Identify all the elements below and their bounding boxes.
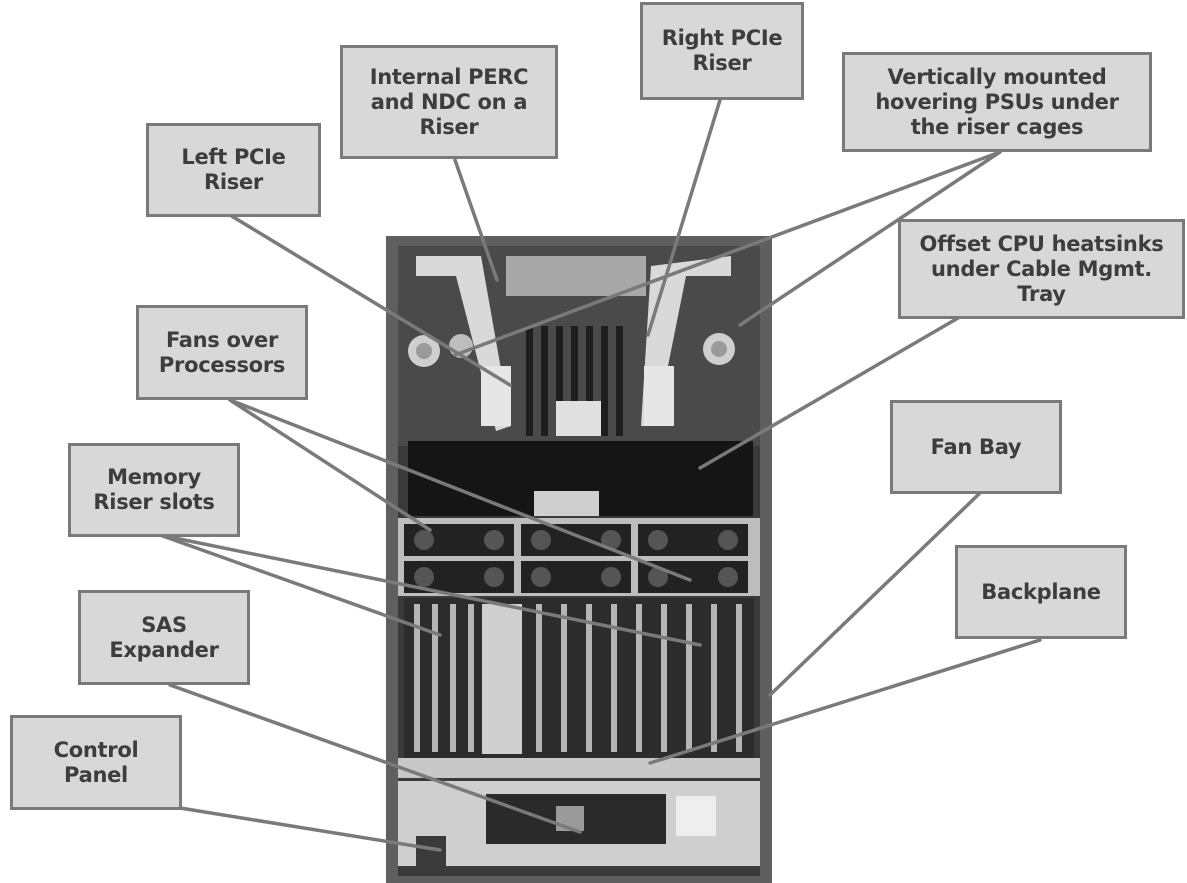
callout-memory-riser-slots: Memory Riser slots bbox=[68, 443, 240, 537]
label-control-panel: Control Panel bbox=[53, 737, 139, 787]
label-backplane: Backplane bbox=[981, 579, 1101, 604]
server-chassis-image bbox=[386, 236, 772, 883]
callout-fan-bay: Fan Bay bbox=[890, 400, 1062, 494]
label-right-pcie-riser: Right PCIe Riser bbox=[661, 26, 783, 75]
label-fans-over-processors: Fans over Processors bbox=[158, 327, 286, 377]
callout-right-pcie-riser: Right PCIe Riser bbox=[640, 2, 804, 100]
callout-control-panel: Control Panel bbox=[10, 715, 182, 810]
callout-vertically-mounted-psus: Vertically mounted hovering PSUs under t… bbox=[842, 52, 1152, 152]
label-sas-expander: SAS Expander bbox=[109, 612, 219, 662]
leader-fan-bay bbox=[768, 491, 982, 697]
label-internal-perc: Internal PERC and NDC on a Riser bbox=[369, 64, 529, 139]
callout-fans-over-processors: Fans over Processors bbox=[136, 305, 308, 400]
label-memory-riser-slots: Memory Riser slots bbox=[93, 465, 215, 514]
callout-sas-expander: SAS Expander bbox=[78, 590, 250, 685]
label-left-pcie-riser: Left PCIe Riser bbox=[181, 145, 286, 194]
callout-backplane: Backplane bbox=[955, 545, 1127, 639]
label-fan-bay: Fan Bay bbox=[930, 434, 1022, 459]
callout-offset-cpu-heatsinks: Offset CPU heatsinks under Cable Mgmt. T… bbox=[898, 219, 1185, 319]
callout-internal-perc: Internal PERC and NDC on a Riser bbox=[340, 45, 558, 159]
callout-left-pcie-riser: Left PCIe Riser bbox=[146, 123, 321, 217]
label-vertically-mounted-psus: Vertically mounted hovering PSUs under t… bbox=[875, 64, 1119, 139]
label-offset-cpu-heatsinks: Offset CPU heatsinks under Cable Mgmt. T… bbox=[919, 231, 1164, 306]
